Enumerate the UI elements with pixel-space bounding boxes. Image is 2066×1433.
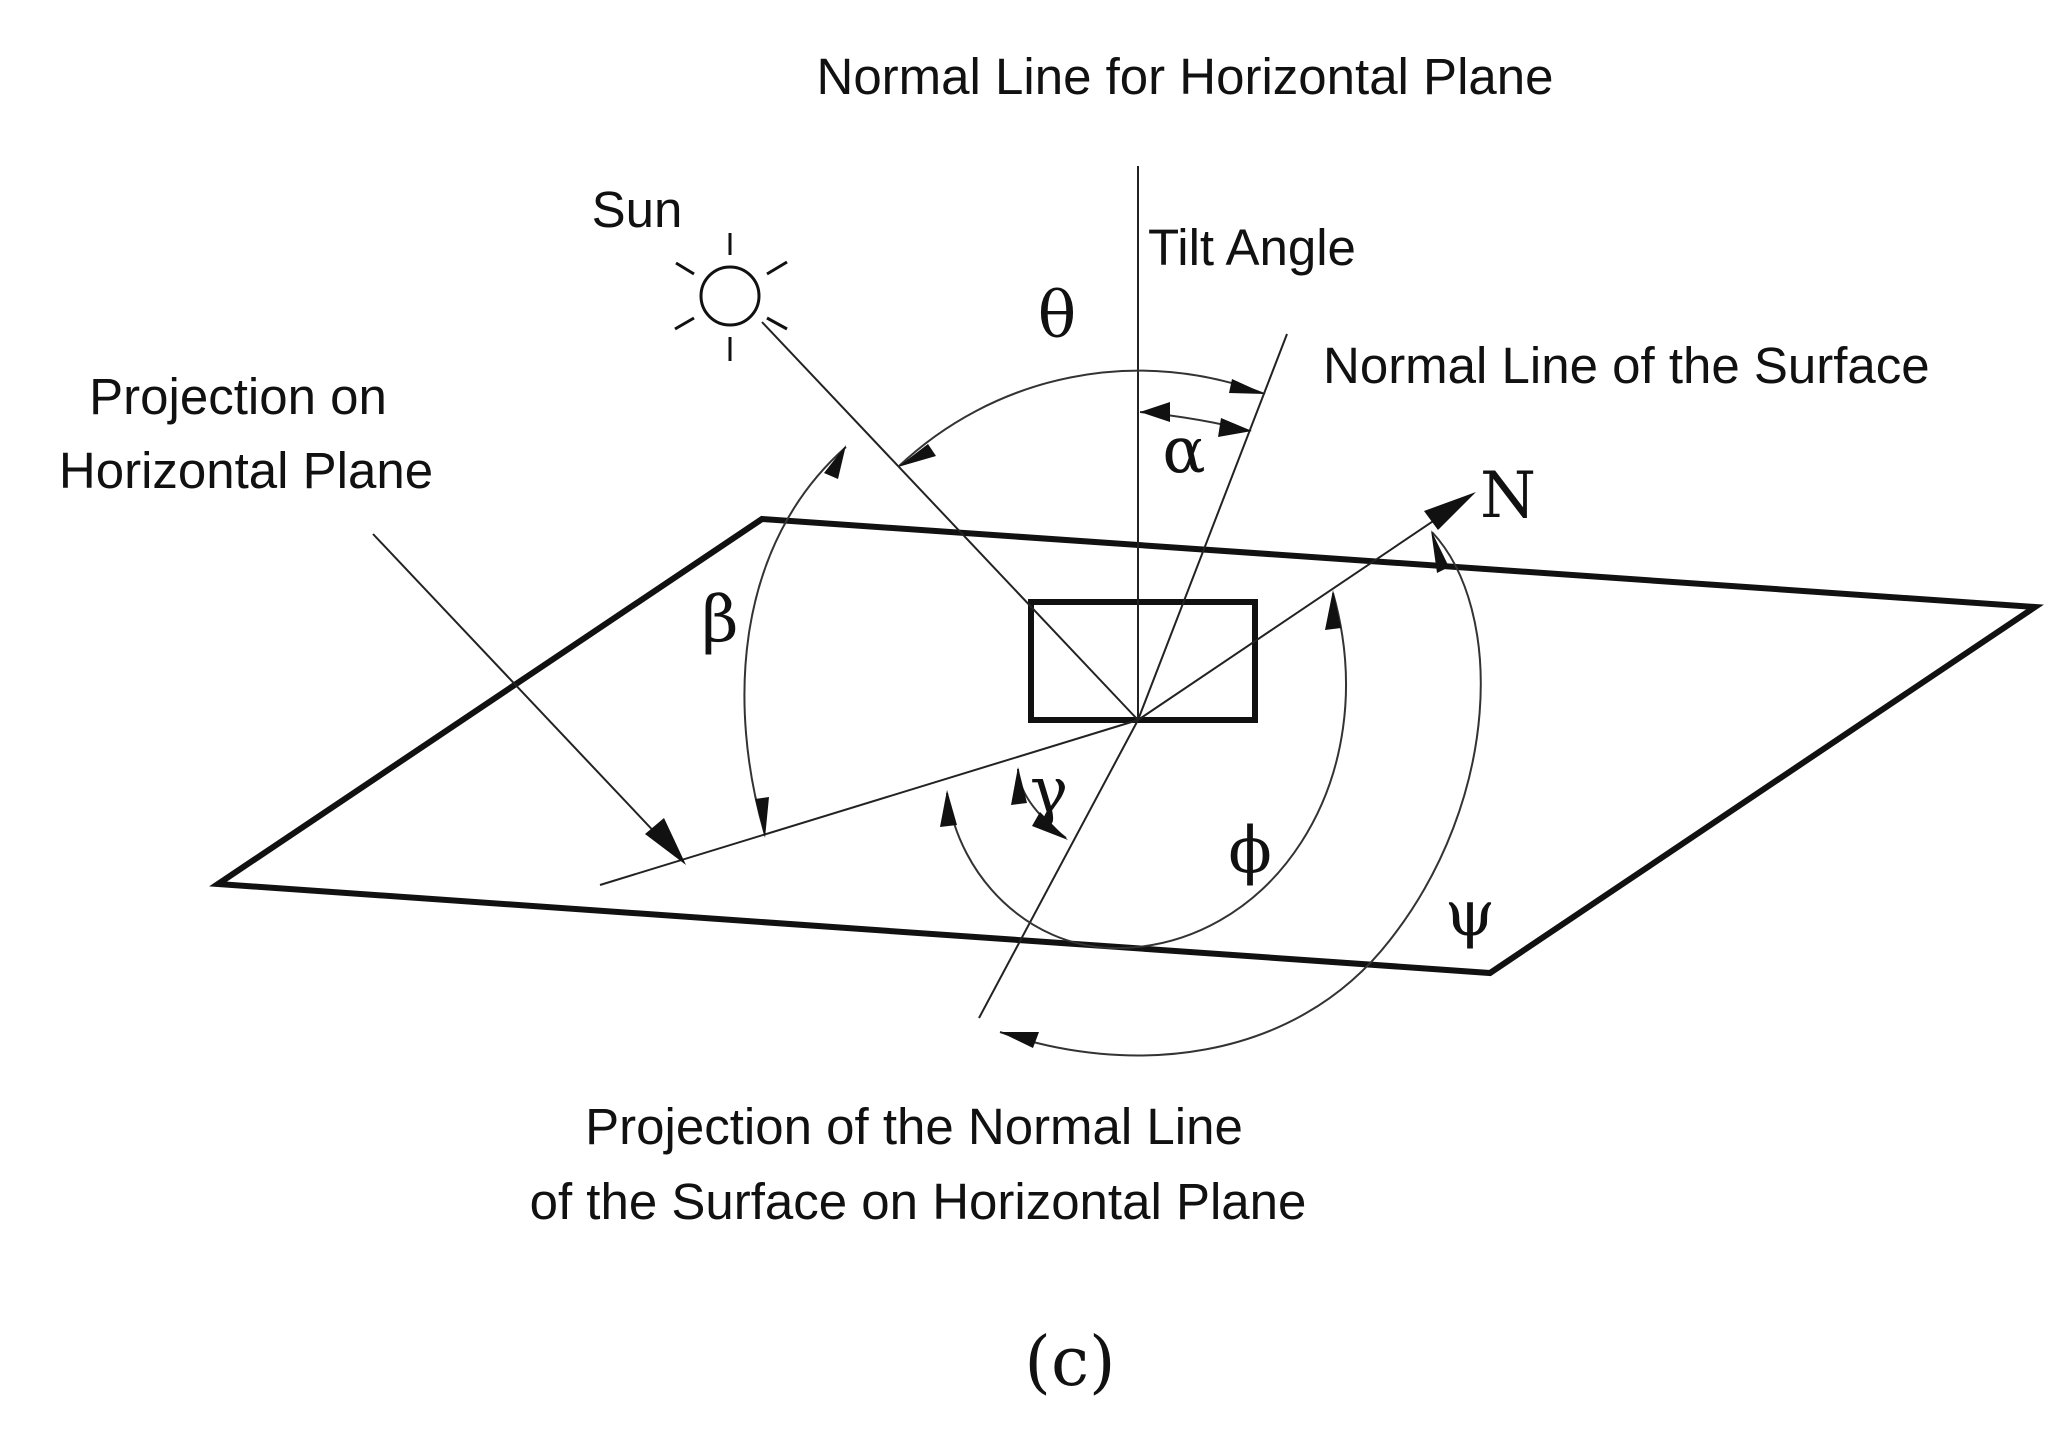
- psi-arc: [999, 531, 1482, 1057]
- angle-gamma: γ: [1030, 754, 1068, 828]
- label-projection-horizontal-1: Projection on: [89, 368, 387, 425]
- gamma-arrowhead-bottom: [1032, 812, 1068, 840]
- label-projection-horizontal-2: Horizontal Plane: [59, 442, 433, 499]
- phi-arrowhead-right: [1325, 590, 1341, 630]
- north-line: [1137, 502, 1461, 721]
- sun-ray-line: [761, 321, 1139, 721]
- label-projection-normal-2: of the Surface on Horizontal Plane: [530, 1173, 1307, 1230]
- label-projection-normal-1: Projection of the Normal Line: [585, 1098, 1243, 1155]
- theta-arrowhead-left: [898, 444, 936, 467]
- sun-icon: [674, 233, 788, 361]
- label-sun: Sun: [592, 181, 683, 238]
- phi-arc: [946, 592, 1347, 950]
- north-arrowhead: [1424, 492, 1476, 530]
- projection-pointer-line: [372, 533, 663, 841]
- horizontal-plane: [209, 515, 2044, 977]
- angle-alpha: α: [1162, 414, 1205, 488]
- theta-arc: [897, 369, 1266, 468]
- psi-arrowhead-top: [1431, 530, 1449, 573]
- surface-rectangle: [1028, 599, 1258, 723]
- phi-arrowhead-left: [940, 790, 957, 827]
- beta-arc: [743, 446, 847, 836]
- normal-projection-line: [978, 719, 1139, 1019]
- label-north: N: [1480, 459, 1536, 533]
- normal-surface-line: [1137, 333, 1288, 721]
- angle-psi: ψ: [1445, 877, 1495, 951]
- alpha-arrowhead-left: [1140, 402, 1170, 422]
- angle-phi: ϕ: [1228, 814, 1272, 888]
- beta-arrowhead-top: [824, 445, 846, 479]
- alpha-arrowhead-right: [1218, 418, 1252, 437]
- beta-arrowhead-bottom: [755, 797, 769, 838]
- sun-projection-line: [599, 719, 1139, 886]
- label-tilt-angle: Tilt Angle: [1148, 219, 1356, 276]
- projection-pointer-arrowhead: [645, 818, 686, 865]
- gamma-arrowhead-top: [1011, 767, 1027, 805]
- label-normal-surface: Normal Line of the Surface: [1323, 337, 1930, 394]
- angle-theta: θ: [1038, 279, 1077, 353]
- angle-beta: β: [702, 583, 739, 657]
- psi-arrowhead-bottom: [1000, 1032, 1039, 1048]
- theta-arrowhead-right: [1229, 379, 1265, 394]
- label-normal-horizontal: Normal Line for Horizontal Plane: [816, 48, 1553, 105]
- label-caption: (c): [1024, 1323, 1115, 1402]
